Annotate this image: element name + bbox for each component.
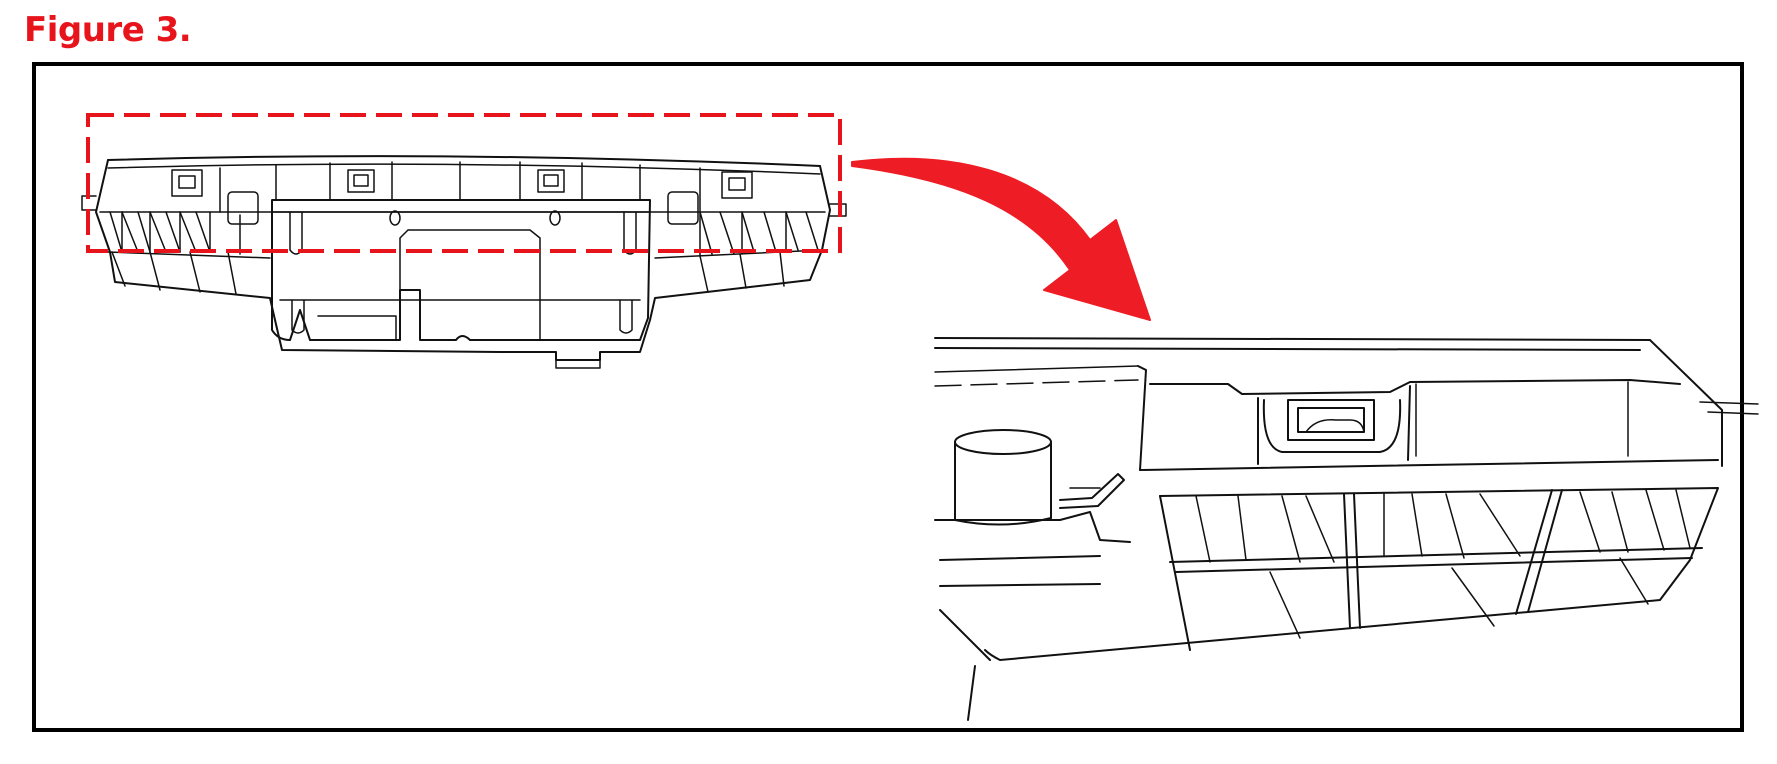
highlight-box xyxy=(86,113,842,253)
figure-title: Figure 3. xyxy=(24,10,192,50)
figure-frame xyxy=(32,62,1744,732)
overview-bracket-drawing xyxy=(81,155,847,369)
callout-arrow xyxy=(851,157,1151,321)
detail-zoom-drawing xyxy=(934,337,1759,721)
